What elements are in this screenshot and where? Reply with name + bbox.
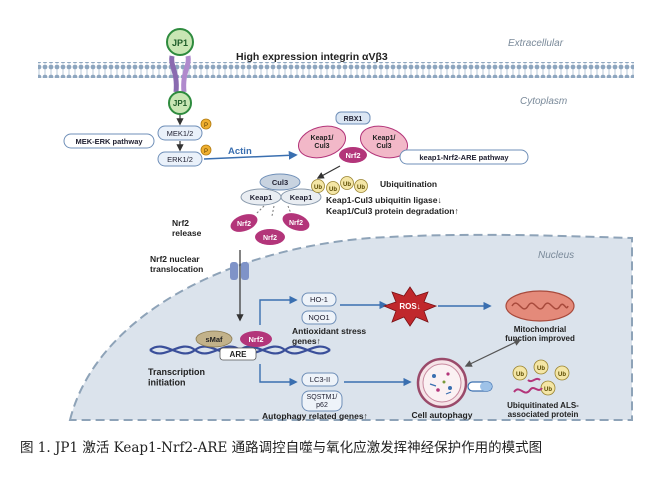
keap1-nrf2-are-pathway-tag: keap1-Nrf2-ARE pathway: [399, 149, 529, 165]
autophagosome-icon: [416, 357, 468, 409]
svg-text:Ub: Ub: [314, 185, 322, 191]
svg-text:Ub: Ub: [537, 366, 545, 372]
svg-text:ARE: ARE: [230, 350, 248, 359]
svg-text:Ub: Ub: [343, 182, 351, 188]
cell-membrane: [38, 62, 634, 78]
integrin-receptor: [169, 55, 191, 93]
keap1-cul3-left-label: Keap1/: [311, 135, 334, 142]
keap1-cul3-right-label-line: Cul3: [376, 143, 391, 150]
nucleus-region: [68, 233, 633, 421]
nrf2-released: Nrf2 Nrf2 Nrf2: [230, 213, 310, 245]
ligase-label: Keap1-Cul3 ubiquitin ligase↓: [326, 195, 442, 205]
svg-text:P: P: [204, 123, 208, 129]
svg-text:ROS↓: ROS↓: [399, 302, 420, 311]
integrin-label: High expression integrin αVβ3: [236, 51, 388, 63]
autophagy-genes-label: Autophagy related genes↑: [262, 411, 368, 421]
extracellular-label: Extracellular: [508, 38, 564, 49]
capsule-icon: [467, 381, 493, 392]
svg-text:HO-1: HO-1: [310, 295, 328, 304]
text-line: associated protein: [508, 410, 579, 419]
text-line: translocation: [150, 264, 203, 274]
ros-burst: ROS↓: [382, 286, 438, 327]
svg-text:SQSTM1/p62: SQSTM1/p62: [307, 394, 338, 409]
text-line: p62: [316, 402, 328, 409]
rbx1-box: RBX1: [335, 111, 371, 125]
ub-cluster: Ub Ub Ub Ub: [311, 176, 368, 195]
svg-text:Keap1: Keap1: [250, 193, 273, 202]
text-line: release: [172, 228, 202, 238]
svg-text:Keap1/Cul3: Keap1/Cul3: [373, 135, 396, 150]
svg-text:Ub: Ub: [357, 185, 365, 191]
mek-erk-pathway-tag: MEK-ERK pathway: [63, 133, 155, 149]
svg-text:Nrf2: Nrf2: [345, 151, 360, 160]
nuclear-pore: [230, 262, 249, 280]
svg-text:sMaf: sMaf: [205, 335, 223, 344]
svg-text:Nrf2: Nrf2: [289, 220, 303, 227]
svg-text:Keap1: Keap1: [290, 193, 313, 202]
mitochondrion-icon: [505, 290, 575, 322]
svg-text:Ub: Ub: [329, 187, 337, 193]
svg-text:Cul3: Cul3: [272, 178, 288, 187]
svg-text:RBX1: RBX1: [344, 116, 363, 123]
jp1-intracellular: JP1: [168, 91, 192, 115]
nucleus-label: Nucleus: [538, 250, 574, 261]
cytoplasm-label: Cytoplasm: [520, 96, 567, 107]
lc3-gene: LC3-II: [301, 372, 339, 387]
mek-box: MEK1/2: [157, 125, 203, 141]
text-line: initiation: [148, 377, 186, 387]
keap1-cul3-left-label-line: Cul3: [314, 143, 329, 150]
keap1-cul3-right-label: Keap1/: [373, 135, 396, 142]
nqo1-gene: NQO1: [301, 310, 337, 325]
svg-text:NQO1: NQO1: [308, 313, 329, 322]
keap1-cul3-complex: Keap1/Cul3 Keap1/Cul3 Nrf2: [297, 125, 409, 163]
ubiquitination-label: Ubiquitination: [380, 179, 437, 189]
keap1-node: Keap1: [280, 188, 322, 206]
jp1-ligand: JP1: [166, 28, 194, 56]
erk-box: ERK1/2: [157, 151, 203, 167]
als-protein-cluster: Ub Ub Ub Ub: [512, 359, 570, 396]
svg-text:JP1: JP1: [173, 99, 188, 108]
svg-text:Ub: Ub: [516, 372, 524, 378]
smaf-nrf2-are-complex: sMaf Nrf2 ARE: [195, 330, 272, 361]
phospho-icon: P: [200, 144, 212, 156]
cell-autophagy-label: Cell autophagy: [412, 410, 473, 420]
svg-text:Nrf2: Nrf2: [248, 335, 263, 344]
svg-text:JP1: JP1: [172, 38, 188, 48]
svg-text:MEK-ERK pathway: MEK-ERK pathway: [75, 137, 143, 146]
ho1-gene: HO-1: [301, 292, 337, 307]
actin-label: Actin: [228, 146, 252, 157]
cul3-node: Cul3: [259, 173, 301, 191]
svg-text:keap1-Nrf2-ARE pathway: keap1-Nrf2-ARE pathway: [419, 153, 509, 162]
keap1-node: Keap1: [240, 188, 282, 206]
svg-text:Ub: Ub: [544, 387, 552, 393]
text-line: function improved: [505, 334, 575, 343]
svg-text:Nrf2: Nrf2: [237, 221, 251, 228]
svg-text:MEK1/2: MEK1/2: [167, 129, 194, 138]
svg-text:LC3-II: LC3-II: [310, 375, 330, 384]
svg-text:ERK1/2: ERK1/2: [167, 155, 193, 164]
svg-text:Keap1/Cul3: Keap1/Cul3: [311, 135, 334, 150]
svg-text:Ub: Ub: [558, 372, 566, 378]
svg-text:P: P: [204, 149, 208, 155]
als-protein-label: Ubiquitinated ALS-associated protein: [507, 401, 579, 419]
text-line: genes↑: [292, 336, 321, 346]
figure-caption: 图 1. JP1 激活 Keap1-Nrf2-ARE 通路调控自噬与氧化应激发挥…: [20, 440, 543, 456]
degradation-label: Keap1/Cul3 protein degradation↑: [326, 206, 459, 216]
phospho-icon: P: [200, 118, 212, 130]
sqstm1-gene: SQSTM1/p62: [301, 390, 343, 412]
svg-text:Nrf2: Nrf2: [263, 235, 277, 242]
